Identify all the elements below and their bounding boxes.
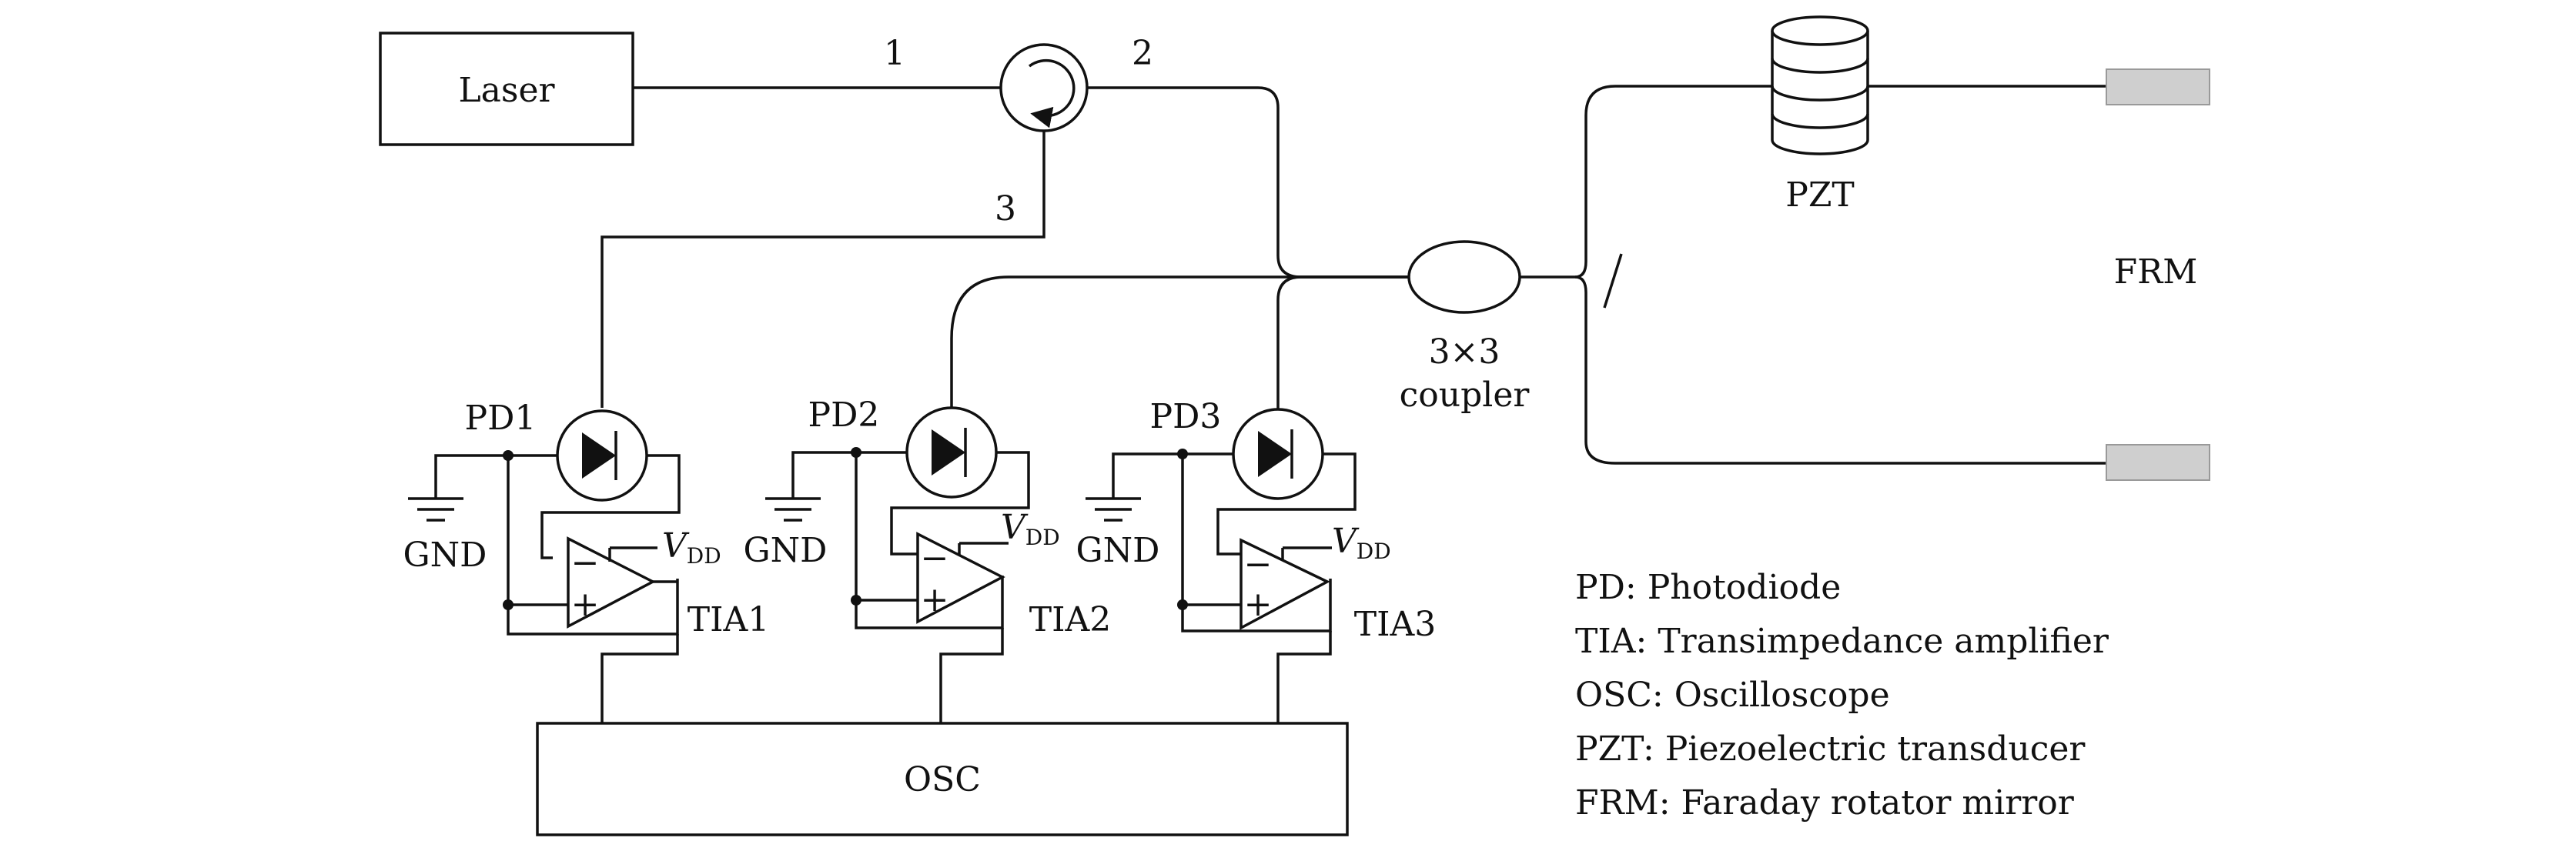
pd3-label: PD3 (1150, 397, 1222, 436)
pzt-drum (1771, 15, 1869, 155)
opamp2-minus: − (921, 539, 949, 578)
frm-upper (2106, 68, 2210, 105)
vdd3-label: VDD (1332, 522, 1391, 564)
gnd1-label: GND (403, 536, 487, 575)
detector-channel-2 (765, 406, 1030, 723)
circulator-port-1-label: 1 (884, 34, 905, 73)
fiber-terminated-mark (1603, 253, 1623, 309)
detector-channel-3 (1086, 408, 1357, 723)
fiber-upper-arm (1520, 85, 1778, 279)
coupler-label-size: 3×3 (1429, 332, 1500, 372)
oscilloscope-box: OSC (536, 722, 1349, 836)
pd1-label: PD1 (465, 399, 537, 438)
fiber-port-3 (601, 131, 1045, 408)
tia1-label: TIA1 (687, 600, 770, 639)
legend: PD: Photodiode TIA: Transimpedance ampli… (1575, 568, 2109, 823)
frm-lower (2106, 444, 2210, 481)
laser-box: Laser (379, 32, 634, 146)
opamp2-plus: + (921, 580, 949, 619)
fiber-to-pd2 (950, 275, 1409, 408)
tia2-label: TIA2 (1029, 600, 1112, 639)
opamp3-plus: + (1244, 585, 1273, 624)
legend-item-osc: OSC: Oscilloscope (1575, 676, 1890, 715)
tia3-label: TIA3 (1354, 605, 1437, 644)
legend-item-frm: FRM: Faraday rotator mirror (1575, 783, 2075, 823)
coupler-label-name: coupler (1400, 375, 1531, 415)
gnd2-label: GND (744, 531, 828, 570)
circulator-port-2-label: 2 (1132, 34, 1153, 73)
laser-label: Laser (458, 71, 555, 110)
pd2-label: PD2 (808, 395, 880, 435)
legend-item-pzt: PZT: Piezoelectric transducer (1575, 729, 2086, 769)
frm-label: FRM (2114, 252, 2198, 292)
detector-channel-1 (408, 409, 681, 723)
pzt-label: PZT (1785, 175, 1855, 215)
opamp3-minus: − (1244, 545, 1273, 584)
opamp1-plus: + (571, 585, 600, 624)
opamp1-minus: − (571, 543, 600, 582)
gnd3-label: GND (1076, 531, 1160, 570)
fiber-lower-arm (1574, 275, 2106, 465)
legend-item-pd: PD: Photodiode (1575, 568, 1841, 607)
fiber-to-pd3 (1276, 275, 1409, 409)
fiber-port-2 (1087, 86, 1409, 279)
circulator (999, 43, 1089, 132)
circulator-port-3-label: 3 (995, 189, 1016, 229)
coupler-3x3 (1407, 240, 1521, 314)
vdd2-label: VDD (1001, 508, 1060, 550)
osc-label: OSC (904, 760, 981, 799)
vdd1-label: VDD (662, 526, 721, 569)
legend-item-tia: TIA: Transimpedance amplifier (1575, 622, 2109, 661)
